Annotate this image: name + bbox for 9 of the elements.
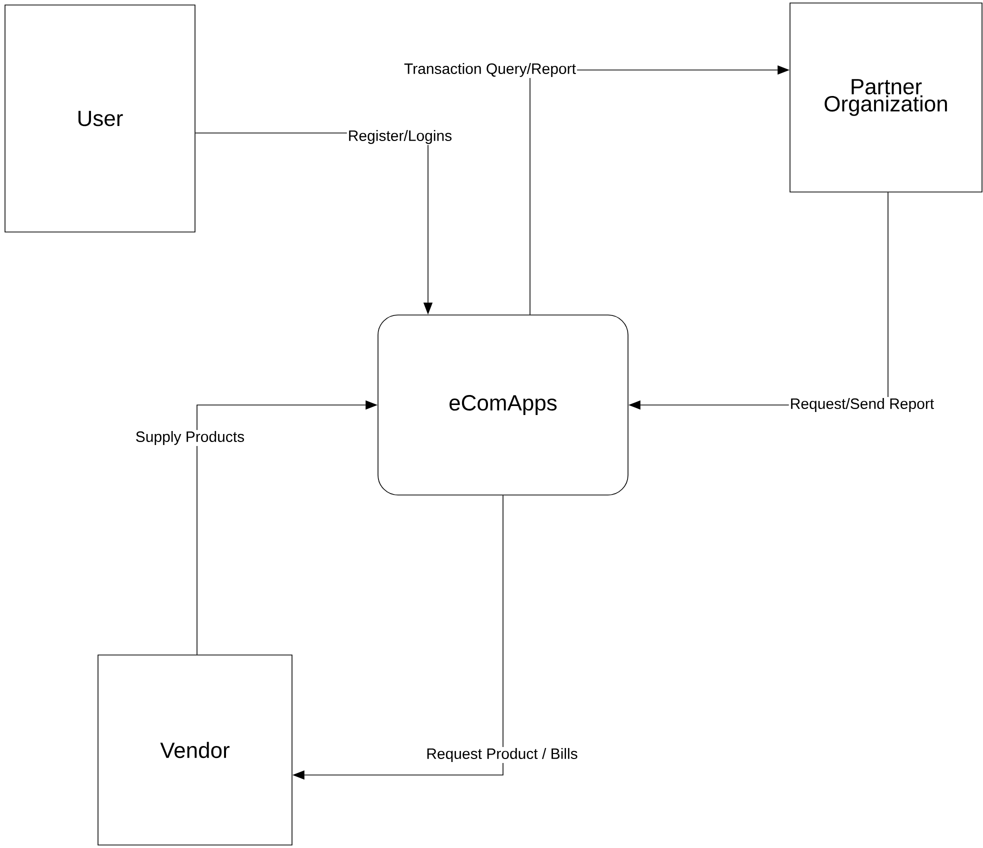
edge-label: Request/Send Report: [788, 397, 936, 413]
edge-label: Register/Logins: [346, 129, 454, 145]
process-box: eComApps: [378, 314, 628, 496]
entity-box: User: [4, 4, 196, 232]
entity-box: Vendor: [98, 654, 292, 846]
edge-label: Supply Products: [134, 430, 246, 446]
edge-label: Transaction Query/Report: [403, 62, 577, 78]
entity-box: Partner Organization: [790, 2, 982, 192]
edge-label: Request Product / Bills: [425, 747, 579, 763]
